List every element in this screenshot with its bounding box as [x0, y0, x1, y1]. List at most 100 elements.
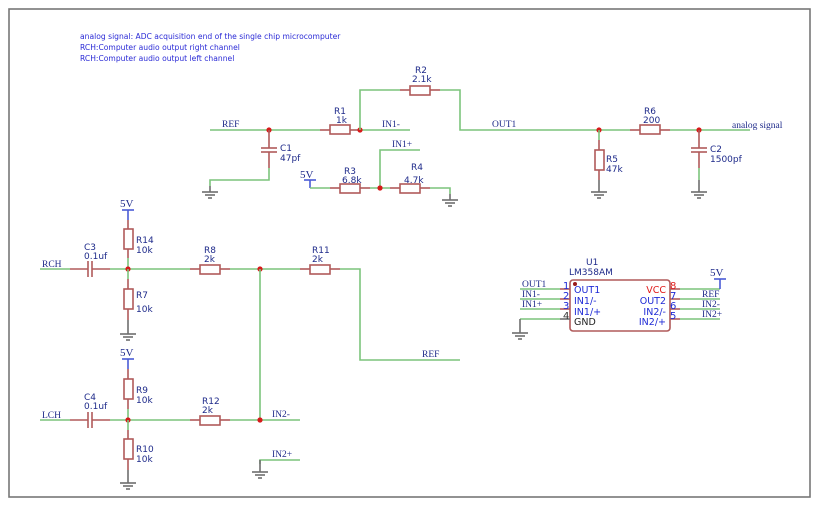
ref-input-network: REF C1 47pf R1 1k IN1- R2 2.1k OUT1 IN1+ — [201, 66, 580, 207]
r4-ref: R4 — [411, 163, 423, 173]
u1-pin-name-in1-plus: IN1/+ — [574, 307, 601, 318]
u1-pin-num-2: 2 — [563, 291, 569, 302]
u1-pin-num-6: 6 — [670, 301, 676, 312]
r5-ref: R5 — [606, 155, 618, 165]
pin1-marker — [573, 282, 577, 286]
ground-icon — [201, 185, 219, 199]
net-label-out1: OUT1 — [492, 120, 517, 130]
net-label-analog-signal: analog signal — [732, 121, 783, 131]
r10-value: 10k — [136, 455, 153, 465]
note-lch: RCH:Computer audio output left channel — [80, 54, 234, 63]
u1-pin-num-3: 3 — [563, 301, 569, 312]
u1-pin-name-out2: OUT2 — [640, 296, 666, 307]
c4-value: 0.1uf — [84, 402, 108, 412]
ic-u1: U1 LM358AM OUT1 IN1- IN1+ 1 2 3 4 OUT1 I… — [511, 258, 726, 340]
c1-ref: C1 — [280, 144, 292, 154]
net-label-rch: RCH — [42, 260, 62, 270]
power-5v-label: 5V — [120, 347, 134, 359]
r8-ref: R8 — [204, 246, 216, 256]
u1-net-out1: OUT1 — [522, 280, 547, 290]
u1-pin-name-gnd: GND — [574, 317, 596, 328]
note-analog-signal: analog signal: ADC acquisition end of th… — [80, 32, 341, 41]
output-filter-network: R5 47k R6 200 analog signal C2 1500pf — [580, 107, 783, 199]
u1-pin-num-5: 5 — [670, 311, 676, 322]
c3-value: 0.1uf — [84, 252, 108, 262]
power-5v-label: 5V — [120, 198, 134, 210]
rch-input-network: 5V R14 10k RCH C3 0.1uf R7 10k R8 2k — [40, 198, 460, 420]
resistor-r14 — [123, 228, 134, 250]
net-label-ref: REF — [222, 120, 239, 130]
sheet-border — [8, 8, 811, 498]
r9-ref: R9 — [136, 386, 148, 396]
c2-ref: C2 — [710, 145, 722, 155]
c1-value: 47pf — [280, 154, 301, 164]
r9-value: 10k — [136, 396, 153, 406]
u1-pin-num-4: 4 — [563, 311, 569, 322]
u1-ref: U1 — [586, 258, 598, 268]
r11-ref: R11 — [312, 246, 330, 256]
r3-ref: R3 — [344, 167, 356, 177]
u1-pin-name-in2-minus: IN2/- — [643, 307, 666, 318]
resistor-r6 — [639, 124, 661, 135]
u1-net-in2-plus: IN2+ — [702, 310, 722, 320]
u1-pin-num-8: 8 — [670, 281, 676, 292]
resistor-r10 — [123, 438, 134, 460]
resistor-r11 — [309, 264, 331, 275]
r2-ref: R2 — [415, 66, 427, 76]
r12-ref: R12 — [202, 397, 220, 407]
r12-value: 2k — [202, 406, 214, 416]
r7-value: 10k — [136, 305, 153, 315]
r10-ref: R10 — [136, 445, 154, 455]
r1-ref: R1 — [334, 107, 346, 117]
ground-icon — [441, 193, 459, 207]
resistor-r7 — [123, 288, 134, 310]
r6-ref: R6 — [644, 107, 656, 117]
resistor-r1 — [329, 124, 351, 135]
r6-value: 200 — [643, 116, 660, 126]
ground-icon — [251, 465, 269, 479]
power-5v-label: 5V — [710, 267, 724, 279]
r5-value: 47k — [606, 165, 623, 175]
c4-ref: C4 — [84, 393, 96, 403]
r11-value: 2k — [312, 255, 324, 265]
junction — [257, 417, 263, 423]
u1-value: LM358AM — [569, 268, 613, 278]
ground-icon — [119, 476, 137, 490]
r8-value: 2k — [204, 255, 216, 265]
junction — [377, 185, 383, 191]
r1-value: 1k — [336, 116, 348, 126]
net-label-lch: LCH — [42, 411, 61, 421]
ground-icon — [119, 327, 137, 341]
lch-input-network: 5V R9 10k LCH C4 0.1uf R10 10k R12 2k — [40, 347, 300, 490]
net-label-in2-plus: IN2+ — [272, 450, 292, 460]
u1-pin-num-1: 1 — [563, 281, 569, 292]
net-label-in1-minus: IN1- — [382, 120, 400, 130]
c3-ref: C3 — [84, 243, 96, 253]
resistor-r12 — [199, 415, 221, 426]
resistor-r8 — [199, 264, 221, 275]
c2-value: 1500pf — [710, 155, 743, 165]
r14-ref: R14 — [136, 236, 154, 246]
u1-pin-num-7: 7 — [670, 291, 676, 302]
r14-value: 10k — [136, 246, 153, 256]
resistor-r5 — [594, 149, 605, 171]
u1-pin-name-vcc: VCC — [646, 285, 666, 296]
u1-net-ref: REF — [702, 290, 719, 300]
ground-icon — [690, 185, 708, 199]
ground-icon — [511, 326, 529, 340]
ic-body — [569, 279, 671, 332]
u1-pin-name-in2-plus: IN2/+ — [639, 317, 666, 328]
r4-value: 4.7k — [404, 176, 424, 186]
r7-ref: R7 — [136, 291, 148, 301]
net-label-ref: REF — [422, 350, 439, 360]
note-rch: RCH:Computer audio output right channel — [80, 43, 240, 52]
resistor-r9 — [123, 378, 134, 400]
power-5v-label: 5V — [300, 169, 314, 181]
u1-net-in1-plus: IN1+ — [522, 300, 542, 310]
resistor-r2 — [409, 85, 431, 96]
u1-pin-name-out1: OUT1 — [574, 285, 600, 296]
ground-icon — [590, 185, 608, 199]
net-label-in2-minus: IN2- — [272, 410, 290, 420]
u1-net-in1-minus: IN1- — [522, 290, 540, 300]
